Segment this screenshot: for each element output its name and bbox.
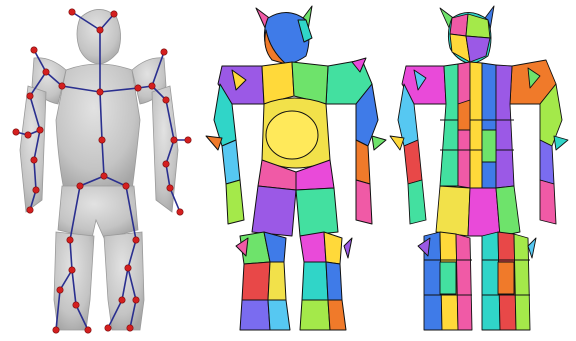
- gray-mesh-figure: [20, 9, 178, 330]
- panel-fine-segmentation: [390, 6, 568, 330]
- panel-skeleton: [13, 9, 191, 333]
- panel-coarse-segmentation: [206, 6, 386, 330]
